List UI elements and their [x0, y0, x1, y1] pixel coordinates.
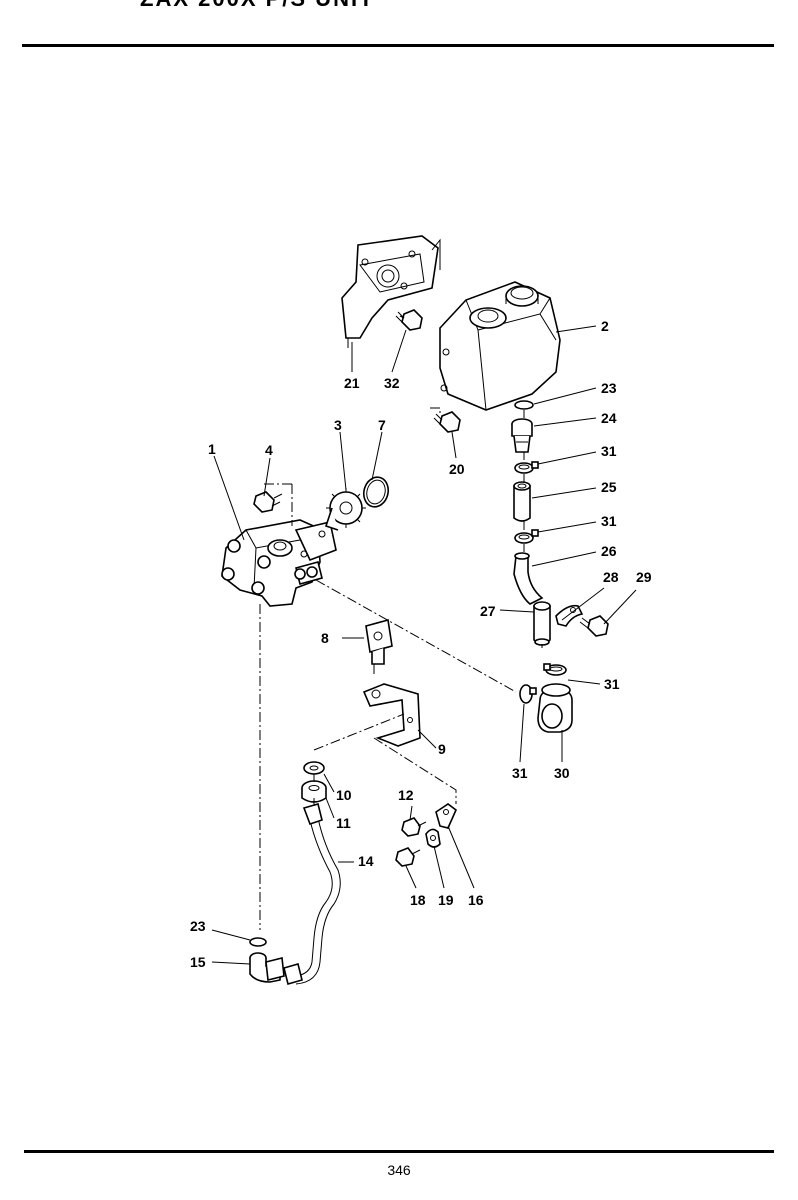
part-23-oring-upper [514, 400, 534, 410]
page-header: ZAX 200X P/S UNIT [0, 0, 798, 48]
callout-31-c: 31 [604, 676, 620, 692]
part-25-hose [513, 481, 531, 522]
callout-20: 20 [449, 461, 465, 477]
callout-27: 27 [480, 603, 496, 619]
footer-rule [24, 1150, 774, 1153]
callout-14: 14 [358, 853, 374, 869]
callout-23-lower: 23 [190, 918, 206, 934]
part-28-clip [555, 604, 584, 627]
callout-32: 32 [384, 375, 400, 391]
part-10-washer [303, 761, 325, 775]
callout-labels: 2 23 24 31 25 31 26 28 29 27 31 31 30 9 … [190, 318, 652, 970]
part-30-elbow-hose [537, 683, 573, 733]
part-31-clamp-3 [543, 663, 567, 676]
part-21-mounting-bracket [341, 235, 441, 339]
header-rule [22, 44, 774, 47]
part-23-oring-lower [249, 937, 267, 947]
callout-19: 19 [438, 892, 454, 908]
part-27-hose [533, 601, 551, 646]
callout-1: 1 [208, 441, 216, 457]
part-19-clamp [425, 828, 441, 848]
part-31-clamp-2 [514, 529, 539, 544]
callout-31-a: 31 [601, 443, 617, 459]
assembly-lines [259, 338, 543, 930]
part-8-fitting [365, 618, 393, 665]
part-26-pipe [513, 552, 544, 605]
part-16-clip [435, 803, 457, 829]
callout-31-b: 31 [601, 513, 617, 529]
callout-29: 29 [636, 569, 652, 585]
callout-10: 10 [336, 787, 352, 803]
callout-7: 7 [378, 417, 386, 433]
part-14-pipe [283, 803, 341, 985]
callout-31-d: 31 [512, 765, 528, 781]
part-29-bolt [579, 615, 609, 637]
callout-25: 25 [601, 479, 617, 495]
callout-16: 16 [468, 892, 484, 908]
callout-26: 26 [601, 543, 617, 559]
part-18-bolt [395, 847, 421, 867]
part-32-bolt [395, 309, 423, 331]
callout-30: 30 [554, 765, 570, 781]
part-3-gear [324, 488, 366, 531]
callout-2: 2 [601, 318, 609, 334]
part-7-oring [362, 476, 390, 508]
page-title: ZAX 200X P/S UNIT [140, 0, 375, 12]
callout-15: 15 [190, 954, 206, 970]
part-9-pipe-bracket [362, 683, 421, 747]
part-12-bolt [401, 817, 427, 837]
part-11-grommet [301, 780, 327, 803]
leader-lines [211, 325, 637, 965]
page-number: 346 [387, 1162, 411, 1178]
part-31-clamp-1 [514, 461, 539, 474]
callout-4: 4 [265, 442, 273, 458]
part-24-fitting [511, 418, 533, 453]
callout-9: 9 [438, 741, 446, 757]
part-2-reservoir-tank [439, 281, 561, 411]
part-4-bolt [253, 491, 283, 513]
callout-3: 3 [334, 417, 342, 433]
callout-8: 8 [321, 630, 329, 646]
callout-24: 24 [601, 410, 617, 426]
part-15-elbow [249, 952, 285, 983]
part-31-clamp-4 [519, 684, 537, 704]
callout-23-upper: 23 [601, 380, 617, 396]
part-1-pump-body [221, 519, 337, 607]
callout-12: 12 [398, 787, 414, 803]
part-20-bolt [433, 411, 461, 433]
callout-28: 28 [603, 569, 619, 585]
callout-21: 21 [344, 375, 360, 391]
callout-18: 18 [410, 892, 426, 908]
callout-11: 11 [336, 815, 351, 831]
